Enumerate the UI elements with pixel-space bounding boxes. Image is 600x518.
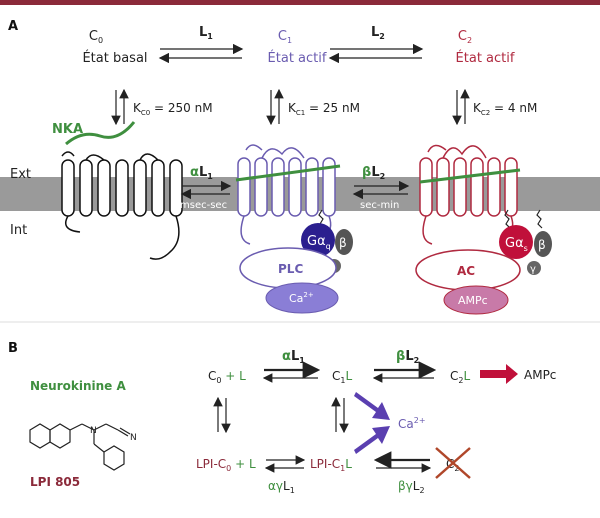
- ligand-l2-label: L2: [371, 25, 385, 41]
- lpi805-n-atom: N: [90, 426, 97, 436]
- gamma-label-c2: γ: [530, 264, 536, 275]
- agl1-label: αγL1: [268, 479, 295, 495]
- b-vert-arrows-c1: [331, 396, 349, 434]
- lpi-c1l-label: LPI-C1L: [310, 457, 352, 473]
- bgl2-label: βγL2: [398, 479, 425, 495]
- top-bar: [0, 0, 600, 5]
- ampc-arrow: [480, 364, 518, 384]
- gaq-subunit: [301, 223, 335, 257]
- alpha-l1-arrows: [180, 180, 232, 200]
- lpi-c0-plus-l: LPI-C0 + L: [196, 457, 256, 473]
- purple-arrow-up: [354, 426, 390, 454]
- equilibrium-arrows-c1-c2: [328, 43, 424, 64]
- gamma-subunit-c2: [527, 261, 541, 275]
- kc2-label: KC2 = 4 nM: [473, 101, 537, 117]
- kc1-label: KC1 = 25 nM: [288, 101, 360, 117]
- ca-label-b: Ca2+: [398, 416, 426, 431]
- b-arrows-lpi: [264, 455, 306, 473]
- panel-b-label: B: [8, 341, 18, 356]
- b-arrows-to-c2-crossed: [373, 451, 432, 473]
- ext-label: Ext: [10, 167, 31, 182]
- beta-l2-label: βL2: [362, 165, 385, 181]
- nka-peptide: [65, 121, 136, 146]
- k-arrows-c0: [111, 88, 129, 126]
- lpi805-label: LPI 805: [30, 475, 80, 489]
- b-alpha-l1-label: αL1: [282, 349, 305, 365]
- equilibrium-arrows-c0-c1: [158, 43, 244, 64]
- beta-label-c1: β: [339, 236, 347, 250]
- lpi805-n-atom-2: N: [130, 433, 137, 443]
- state-c0: C0: [89, 29, 103, 45]
- panel-a-label: A: [8, 19, 18, 34]
- gaq-label: Gαq: [307, 234, 331, 251]
- time-sec-min: sec-min: [360, 200, 399, 211]
- nka-label: NKA: [52, 122, 83, 137]
- ca-bubble: [265, 282, 339, 314]
- c1l-label: C1L: [332, 369, 352, 385]
- neurokinine-label: Neurokinine A: [30, 379, 126, 393]
- kc0-label: KC0 = 250 nM: [133, 101, 213, 117]
- b-beta-l2-label: βL2: [396, 349, 419, 365]
- beta-l2-arrows: [352, 180, 410, 200]
- k-arrows-c2: [452, 88, 470, 126]
- ampc-bubble: [443, 285, 509, 315]
- state-c0-desc: État basal: [82, 50, 147, 66]
- c2-bound-ligand: [419, 168, 521, 184]
- beta-subunit-c2: [534, 231, 552, 257]
- b-arrows-c1-c2: [372, 361, 437, 383]
- beta-label-c2: β: [538, 238, 546, 252]
- ac-label: AC: [457, 264, 475, 278]
- cross-mark: [435, 447, 471, 479]
- int-label: Int: [10, 223, 27, 238]
- time-msec-sec: msec-sec: [180, 200, 227, 211]
- state-c1-desc: État actif: [268, 50, 327, 66]
- alpha-l1-label: αL1: [190, 165, 213, 181]
- purple-arrow-down: [354, 392, 390, 420]
- b-vert-arrows-c0: [213, 396, 231, 434]
- c0-plus-l: C0 + L: [208, 369, 246, 385]
- c1-bound-ligand: [235, 164, 341, 182]
- lpi805-structure: [29, 423, 131, 471]
- b-arrows-c0-c1: [262, 361, 321, 383]
- ampc-label-a: AMPc: [458, 294, 488, 307]
- k-arrows-c1: [266, 88, 284, 126]
- gas-subunit: [499, 225, 533, 259]
- state-c1: C1: [278, 29, 292, 45]
- ca-label-a: Ca2+: [289, 291, 314, 305]
- ampc-label-b: AMPc: [524, 368, 556, 382]
- c2-palmitoyl: [504, 209, 511, 229]
- c2-palmitoyl-2: [536, 209, 543, 229]
- plc-label: PLC: [278, 262, 303, 276]
- receptor-c1: [237, 144, 336, 245]
- receptor-c2: [419, 144, 518, 245]
- state-c2: C2: [458, 29, 472, 45]
- beta-subunit-c1: [335, 229, 353, 255]
- ligand-l1-label: L1: [199, 25, 213, 41]
- gas-label: Gαs: [505, 236, 528, 253]
- state-c2-desc: État actif: [456, 50, 515, 66]
- c2l-label: C2L: [450, 369, 470, 385]
- receptor-c0: [61, 151, 183, 260]
